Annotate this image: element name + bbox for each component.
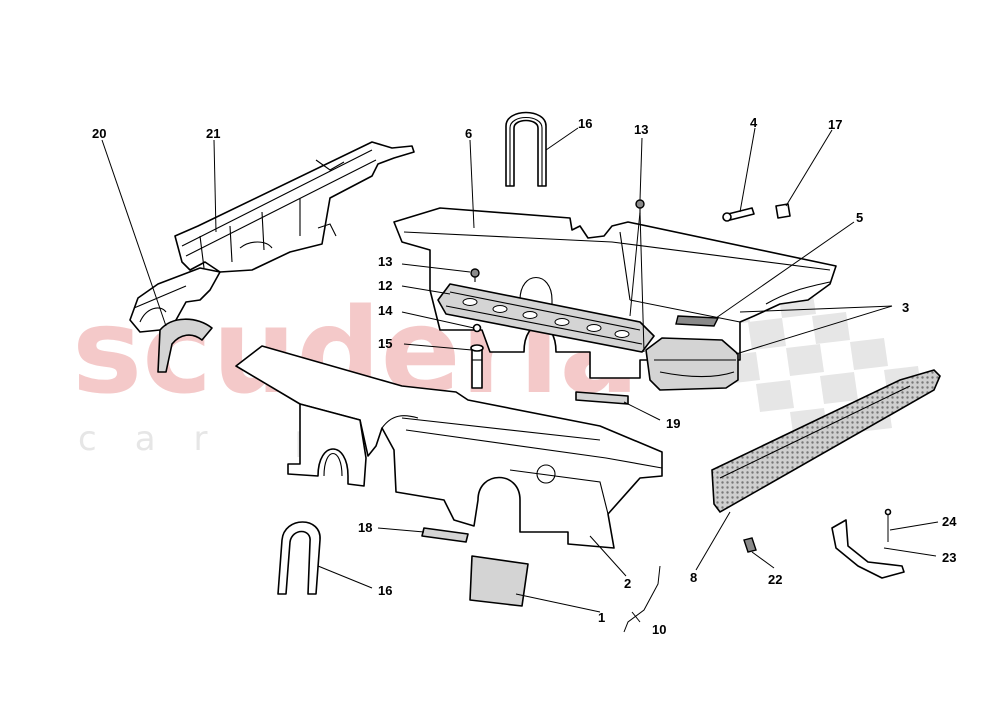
part-24-pin [884, 508, 892, 542]
part-6-rear-panel [393, 207, 837, 379]
callout-labels: 20 21 6 16 13 4 17 5 3 13 12 14 15 19 18… [92, 115, 957, 637]
callout-6: 6 [465, 126, 472, 141]
callout-8: 8 [690, 570, 697, 585]
callout-4: 4 [750, 115, 758, 130]
leader-lines [101, 127, 939, 623]
callout-17: 17 [828, 117, 842, 132]
part-20-lower-frame [129, 267, 221, 373]
part-1-pad [469, 555, 529, 607]
part-15-post [470, 344, 484, 389]
callout-22: 22 [768, 572, 782, 587]
part-5-label-plate [675, 315, 720, 327]
callout-18: 18 [358, 520, 372, 535]
callout-1: 1 [598, 610, 605, 625]
part-21-frame-rail [174, 141, 415, 273]
part-12-channel-bar [437, 283, 655, 353]
callout-16-bottom: 16 [378, 583, 392, 598]
part-14-clip [472, 323, 482, 333]
part-16-u-bracket-top [505, 111, 547, 187]
callout-12: 12 [378, 278, 392, 293]
callout-10: 10 [652, 622, 666, 637]
callout-24: 24 [942, 514, 957, 529]
callout-14: 14 [378, 303, 393, 318]
callout-16-top: 16 [578, 116, 592, 131]
callout-19: 19 [666, 416, 680, 431]
callout-21: 21 [206, 126, 220, 141]
callout-5: 5 [856, 210, 863, 225]
part-10-contour [623, 565, 661, 633]
callout-23: 23 [942, 550, 956, 565]
part-16-u-bracket-bottom [277, 521, 321, 595]
callout-2: 2 [624, 576, 631, 591]
part-4-bolt [722, 207, 755, 222]
part-2-lower-bulkhead [235, 345, 663, 549]
part-3-cover-piece [645, 337, 739, 391]
part-13-screw-lower [470, 268, 480, 282]
part-17-clip-nut [775, 203, 791, 219]
callout-15: 15 [378, 336, 392, 351]
part-18-strip [421, 527, 469, 543]
part-23-bracket [831, 519, 905, 579]
part-22-clip [743, 537, 757, 553]
callout-3: 3 [902, 300, 909, 315]
callout-20: 20 [92, 126, 106, 141]
callout-13-top: 13 [634, 122, 648, 137]
callout-13-mid: 13 [378, 254, 392, 269]
part-13-screw-upper [635, 199, 645, 214]
part-8-mesh-grille [711, 369, 941, 514]
